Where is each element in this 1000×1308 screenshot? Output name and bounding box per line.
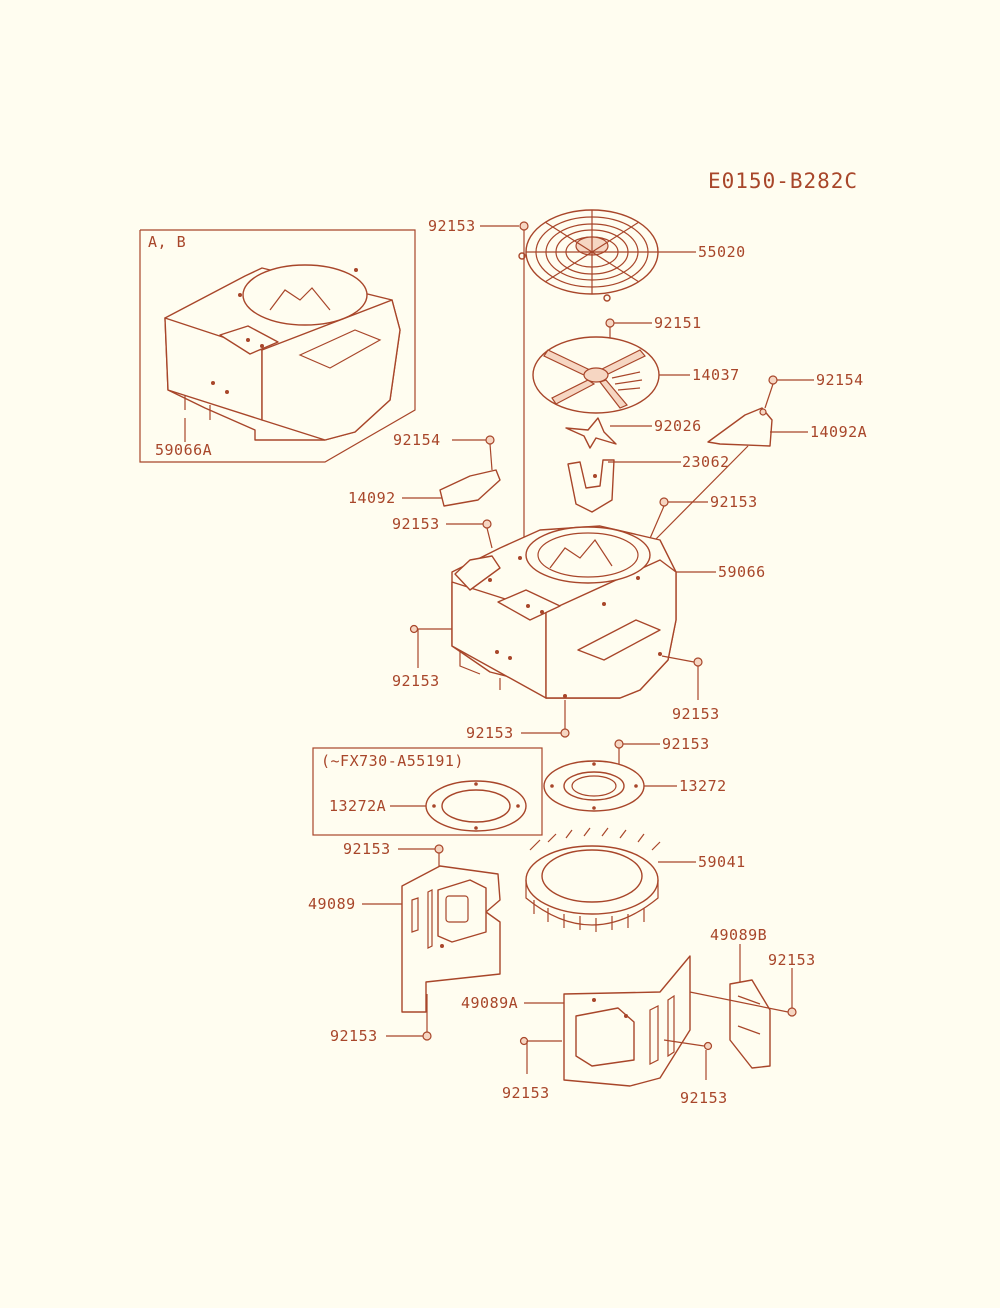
bolt-92154-left[interactable] xyxy=(485,435,495,445)
inset-fx730-title: (~FX730-A55191) xyxy=(321,752,464,770)
flywheel-fan-59041[interactable] xyxy=(525,827,661,932)
part-92153-right-upper-label: 92153 xyxy=(710,493,758,511)
bolt-92153-49089a-right[interactable] xyxy=(703,1041,713,1051)
fan-screen-55020[interactable] xyxy=(518,209,659,302)
part-92153-top-label: 92153 xyxy=(428,217,476,235)
bracket-23062[interactable] xyxy=(567,459,615,513)
part-92153-bottom-label: 92153 xyxy=(466,724,514,742)
part-92154-right-label: 92154 xyxy=(816,371,864,389)
part-92153-49089b-label: 92153 xyxy=(768,951,816,969)
part-92153-49089a-right-label: 92153 xyxy=(680,1089,728,1107)
part-92154-left-label: 92154 xyxy=(393,431,441,449)
part-13272a-label: 13272A xyxy=(329,797,386,815)
part-55020-label: 55020 xyxy=(698,243,746,261)
part-92153-13272-label: 92153 xyxy=(662,735,710,753)
bolt-92153-right-upper[interactable] xyxy=(659,497,669,507)
part-49089a-label: 49089A xyxy=(461,994,518,1012)
fan-14037[interactable] xyxy=(532,336,660,414)
plate-13272[interactable] xyxy=(543,760,645,812)
plate-49089b[interactable] xyxy=(729,979,771,1069)
bolt-92151[interactable] xyxy=(605,318,615,328)
part-49089-label: 49089 xyxy=(308,895,356,913)
part-14092a-label: 14092A xyxy=(810,423,867,441)
bolt-92153-bottom-right[interactable] xyxy=(693,657,703,667)
shroud-59066a[interactable] xyxy=(164,264,401,441)
part-59041-label: 59041 xyxy=(698,853,746,871)
diagram-code: E0150-B282C xyxy=(708,169,858,193)
clip-92026[interactable] xyxy=(565,417,617,449)
part-92026-label: 92026 xyxy=(654,417,702,435)
part-13272-label: 13272 xyxy=(679,777,727,795)
part-14092-label: 14092 xyxy=(348,489,396,507)
part-92153-left-label: 92153 xyxy=(392,515,440,533)
inset-frame-fx730: (~FX730-A55191) xyxy=(312,747,543,836)
part-92153-side-label: 92153 xyxy=(392,672,440,690)
bolt-92153-top[interactable] xyxy=(519,221,529,231)
part-92153-49089-bottom-label: 92153 xyxy=(330,1027,378,1045)
plate-13272a[interactable] xyxy=(425,780,527,832)
baffle-14092[interactable] xyxy=(439,469,501,507)
part-49089b-label: 49089B xyxy=(710,926,767,944)
part-14037-label: 14037 xyxy=(692,366,740,384)
part-23062-label: 23062 xyxy=(682,453,730,471)
part-92153-49089a-left-label: 92153 xyxy=(502,1084,550,1102)
part-92151-label: 92151 xyxy=(654,314,702,332)
bolt-92153-49089-top[interactable] xyxy=(434,844,444,854)
inset-ab-title: A, B xyxy=(148,233,186,251)
bolt-92153-bottom[interactable] xyxy=(560,728,570,738)
baffle-14092a[interactable] xyxy=(707,407,773,447)
bolt-92153-left[interactable] xyxy=(482,519,492,529)
bolt-92154-right[interactable] xyxy=(768,375,778,385)
cover-49089a[interactable] xyxy=(563,955,691,1087)
part-59066-label: 59066 xyxy=(718,563,766,581)
part-92153-bottom-right-label: 92153 xyxy=(672,705,720,723)
part-59066a-label: 59066A xyxy=(155,441,212,459)
bolt-92153-49089-bottom[interactable] xyxy=(422,1031,432,1041)
bolt-92153-side[interactable] xyxy=(409,624,419,634)
bolt-92153-13272[interactable] xyxy=(614,739,624,749)
cover-49089[interactable] xyxy=(401,865,501,1013)
bolt-92153-49089b[interactable] xyxy=(787,1007,797,1017)
shroud-59066[interactable] xyxy=(451,525,677,699)
inset-frame-ab: A, B xyxy=(139,229,416,463)
part-92153-49089-top-label: 92153 xyxy=(343,840,391,858)
